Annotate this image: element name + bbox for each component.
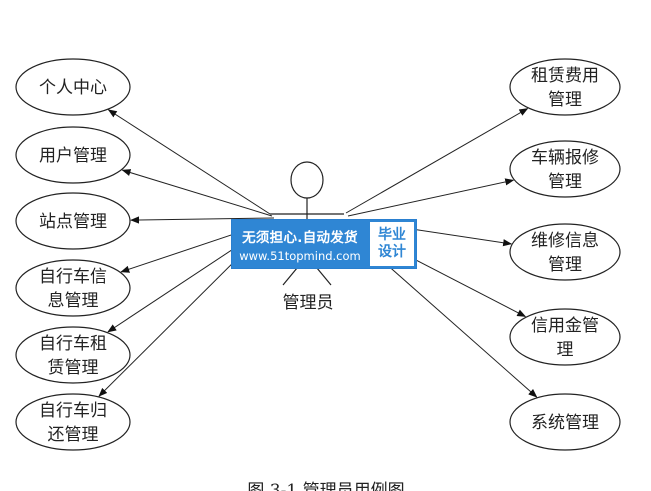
left-use-case-ellipse-3 bbox=[15, 192, 131, 250]
left-use-case-label-6-1: 自行车归 bbox=[39, 401, 107, 421]
right-use-case-ellipse-3 bbox=[509, 223, 621, 281]
right-use-case-ellipse-5 bbox=[509, 393, 621, 451]
right-use-case-label-2-2: 管理 bbox=[548, 172, 582, 192]
watermark-badge: 毕业 设计 bbox=[368, 220, 416, 268]
right-association-arrow-2 bbox=[347, 178, 515, 217]
right-use-case-ellipse-4 bbox=[509, 308, 621, 366]
actor-head bbox=[290, 161, 324, 199]
left-use-case-ellipse-2 bbox=[15, 126, 131, 184]
right-use-case-label-4-2: 理 bbox=[557, 340, 574, 360]
left-use-case-label-4-1: 自行车信 bbox=[39, 267, 107, 287]
left-use-case-label-2-1: 用户管理 bbox=[39, 146, 107, 166]
right-use-case-label-3-2: 管理 bbox=[548, 255, 582, 275]
left-use-case-ellipse-5 bbox=[15, 326, 131, 384]
left-use-case-label-5-2: 赁管理 bbox=[48, 358, 99, 378]
right-use-case-label-5-1: 系统管理 bbox=[531, 413, 599, 433]
figure-caption: 图 3-1 管理员用例图 bbox=[247, 481, 404, 491]
left-use-case-ellipse-4 bbox=[15, 259, 131, 317]
left-association-arrow-2 bbox=[121, 169, 273, 217]
left-use-case-label-5-1: 自行车租 bbox=[39, 334, 107, 354]
right-use-case-label-1-2: 管理 bbox=[548, 90, 582, 110]
left-use-case-ellipse-6 bbox=[15, 393, 131, 451]
right-use-case-ellipse-2 bbox=[509, 140, 621, 198]
left-use-case-label-4-2: 息管理 bbox=[48, 291, 99, 311]
right-use-case-label-1-1: 租赁费用 bbox=[531, 66, 599, 86]
left-association-arrow-1 bbox=[107, 109, 271, 215]
watermark-url: www.51topmind.com bbox=[239, 248, 361, 263]
left-use-case-label-1-1: 个人中心 bbox=[39, 78, 107, 98]
left-association-arrow-3 bbox=[130, 216, 275, 224]
right-use-case-label-3-1: 维修信息 bbox=[531, 231, 599, 251]
watermark-banner: 无须担心.自动发货 www.51topmind.com 毕业 设计 bbox=[232, 220, 416, 268]
left-use-case-ellipse-1 bbox=[15, 58, 131, 116]
left-use-case-label-6-2: 还管理 bbox=[48, 425, 99, 445]
right-association-arrow-1 bbox=[345, 108, 529, 214]
right-use-case-label-4-1: 信用金管 bbox=[531, 316, 599, 336]
watermark-main-text: 无须担心.自动发货 bbox=[242, 229, 358, 246]
watermark-main-panel: 无须担心.自动发货 www.51topmind.com bbox=[232, 220, 368, 268]
right-use-case-label-2-1: 车辆报修 bbox=[531, 148, 599, 168]
right-use-case-ellipse-1 bbox=[509, 58, 621, 116]
watermark-badge-line1: 毕业 bbox=[378, 227, 406, 243]
watermark-badge-line2: 设计 bbox=[378, 244, 406, 260]
actor-name: 管理员 bbox=[283, 293, 334, 313]
left-use-case-label-3-1: 站点管理 bbox=[39, 212, 107, 232]
